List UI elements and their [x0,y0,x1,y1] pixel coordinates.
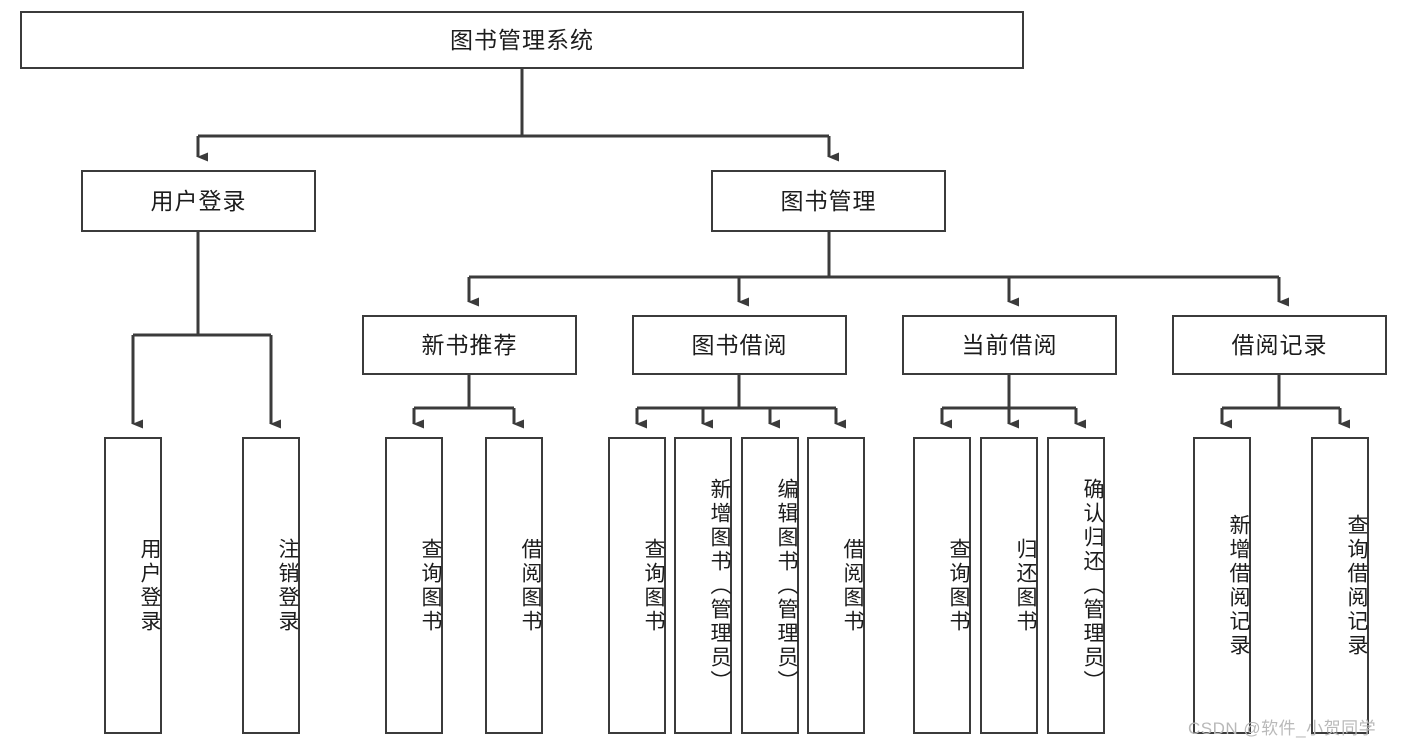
leaf-edit-book-admin-label: 编辑图书（管理员） [775,477,798,694]
leaf-new-book-borrow[interactable]: 借阅图书 [485,437,543,734]
node-book-borrow-label: 图书借阅 [691,331,788,358]
leaf-add-book-admin-label: 新增图书（管理员） [708,477,731,694]
node-borrow-records-label: 借阅记录 [1231,331,1328,358]
leaf-borrow-book-label: 借阅图书 [841,537,864,634]
leaf-user-login[interactable]: 用户登录 [104,437,162,734]
node-root-label: 图书管理系统 [450,26,594,53]
node-user-login[interactable]: 用户登录 [81,170,316,232]
leaf-return-book[interactable]: 归还图书 [980,437,1038,734]
node-current-borrow-label: 当前借阅 [961,331,1058,358]
watermark: CSDN @软件_小贺同学 [1188,719,1377,738]
node-new-book-recommend-label: 新书推荐 [421,331,518,358]
leaf-borrow-query-book[interactable]: 查询图书 [608,437,666,734]
leaf-borrow-book[interactable]: 借阅图书 [807,437,865,734]
leaf-current-query-book[interactable]: 查询图书 [913,437,971,734]
node-new-book-recommend[interactable]: 新书推荐 [362,315,577,375]
leaf-borrow-query-book-label: 查询图书 [642,537,665,634]
leaf-return-book-label: 归还图书 [1014,537,1037,634]
leaf-new-book-query-label: 查询图书 [419,537,442,634]
leaf-add-book-admin[interactable]: 新增图书（管理员） [674,437,732,734]
leaf-current-query-book-label: 查询图书 [947,537,970,634]
leaf-query-borrow-record-label: 查询借阅记录 [1345,513,1368,658]
node-current-borrow[interactable]: 当前借阅 [902,315,1117,375]
leaf-query-borrow-record[interactable]: 查询借阅记录 [1311,437,1369,734]
node-borrow-records[interactable]: 借阅记录 [1172,315,1387,375]
leaf-new-book-borrow-label: 借阅图书 [519,537,542,634]
leaf-add-borrow-record[interactable]: 新增借阅记录 [1193,437,1251,734]
leaf-confirm-return-admin[interactable]: 确认归还（管理员） [1047,437,1105,734]
node-user-login-label: 用户登录 [150,187,247,214]
leaf-add-borrow-record-label: 新增借阅记录 [1227,513,1250,658]
leaf-edit-book-admin[interactable]: 编辑图书（管理员） [741,437,799,734]
leaf-confirm-return-admin-label: 确认归还（管理员） [1081,477,1104,694]
node-book-management[interactable]: 图书管理 [711,170,946,232]
node-book-management-label: 图书管理 [780,187,877,214]
leaf-logout-label: 注销登录 [276,537,299,634]
node-root[interactable]: 图书管理系统 [20,11,1024,69]
leaf-logout[interactable]: 注销登录 [242,437,300,734]
leaf-new-book-query[interactable]: 查询图书 [385,437,443,734]
node-book-borrow[interactable]: 图书借阅 [632,315,847,375]
leaf-user-login-label: 用户登录 [138,537,161,634]
